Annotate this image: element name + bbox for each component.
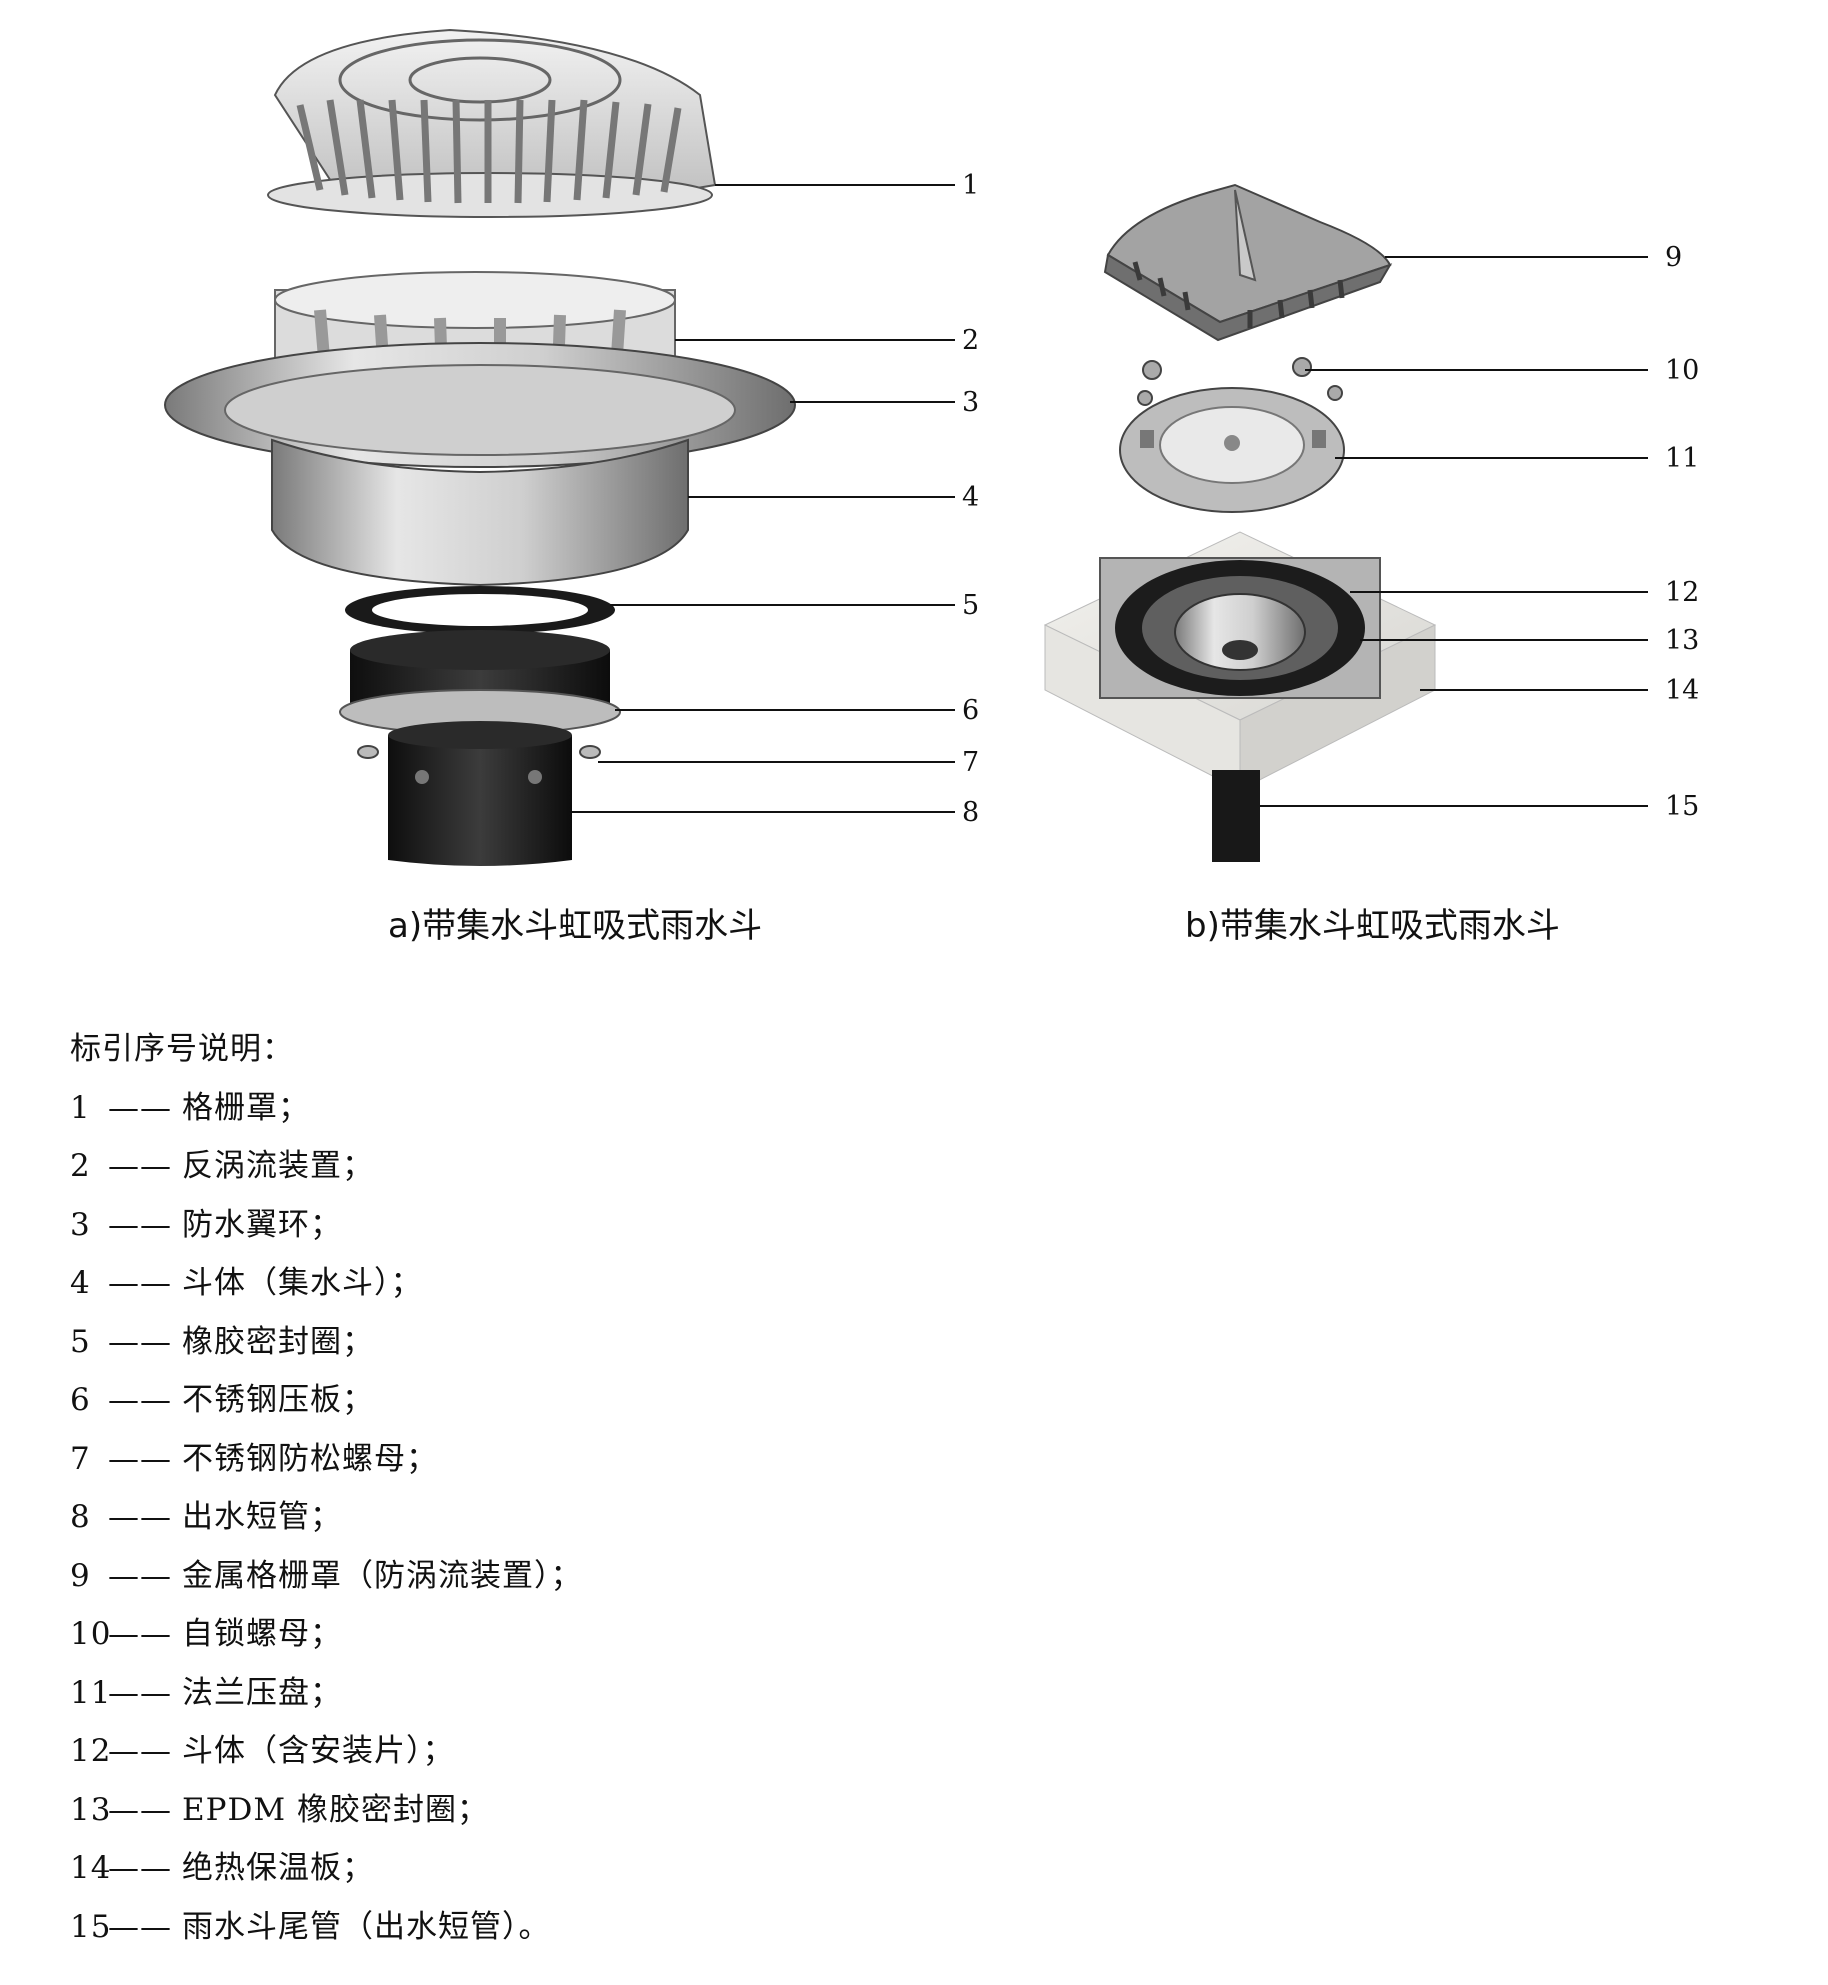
legend-item-number: 1 [70, 1089, 91, 1126]
metal-grille-cover-9 [1103, 183, 1393, 342]
epdm-seal-ring-13 [1115, 560, 1365, 696]
legend-item-dash: —— [108, 1382, 172, 1418]
legend-item-dash: —— [108, 1206, 172, 1243]
legend-item-dash: —— [108, 1616, 172, 1652]
tail-pipe-15 [1212, 770, 1260, 862]
legend-item-number: 11 [70, 1674, 112, 1711]
callout-12: 12 [1665, 577, 1699, 608]
legend-item: 6 —— 不锈钢压板； [70, 1371, 970, 1430]
legend-item: 14—— 绝热保温板； [70, 1839, 970, 1898]
legend-item-number: 8 [70, 1499, 91, 1535]
legend-item-number: 15 [70, 1908, 112, 1945]
legend-item-number: 6 [70, 1382, 91, 1418]
legend-item-text: 反涡流装置； [182, 1148, 374, 1184]
legend-item-text: 防水翼环； [182, 1206, 342, 1243]
callout-14: 14 [1665, 675, 1699, 706]
bowl-body-4 [271, 438, 689, 587]
legend-item-number: 9 [70, 1557, 91, 1594]
legend-item-text: 斗体（集水斗）； [182, 1265, 423, 1301]
legend-item-number: 12 [70, 1733, 112, 1769]
legend-item-dash: —— [108, 1265, 172, 1301]
legend-item-text: 不锈钢压板； [182, 1382, 374, 1418]
legend-title: 标引序号说明： [70, 1031, 294, 1067]
callout-5: 5 [962, 590, 979, 621]
legend: 标引序号说明： 1 —— 格栅罩； 2 —— 反涡流装置； 3 —— 防水翼环； 4 —— 斗体（集水… [70, 1020, 970, 1956]
legend-item: 7 —— 不锈钢防松螺母； [70, 1430, 970, 1489]
legend-item-text: 雨水斗尾管（出水短管）。 [182, 1908, 551, 1945]
legend-item-text: EPDM 橡胶密封圈； [182, 1791, 489, 1828]
legend-item-dash: —— [108, 1148, 172, 1184]
caption-left: a)带集水斗虹吸式雨水斗 [388, 906, 763, 946]
legend-item: 1 —— 格栅罩； [70, 1079, 970, 1138]
callout-7: 7 [962, 747, 979, 778]
legend-item-dash: —— [108, 1674, 172, 1711]
legend-item-dash: —— [108, 1499, 172, 1535]
rubber-seal-ring-5 [345, 586, 615, 634]
legend-item-text: 出水短管； [182, 1499, 342, 1535]
legend-item-dash: —— [108, 1440, 172, 1477]
legend-item-text: 格栅罩； [182, 1089, 310, 1126]
legend-item-dash: —— [108, 1791, 172, 1828]
legend-item-text: 自锁螺母； [182, 1616, 342, 1652]
self-locking-nuts-10 [1137, 357, 1343, 406]
legend-item: 11—— 法兰压盘； [70, 1664, 970, 1723]
legend-item-text: 橡胶密封圈； [182, 1323, 374, 1360]
outlet-pipe-8 [388, 721, 572, 866]
legend-item-number: 5 [70, 1323, 91, 1360]
callout-8: 8 [962, 797, 979, 828]
legend-item-number: 13 [70, 1791, 112, 1828]
legend-item: 5 —— 橡胶密封圈； [70, 1313, 970, 1372]
callout-1: 1 [962, 170, 979, 201]
callout-4: 4 [962, 482, 979, 513]
legend-item: 4 —— 斗体（集水斗）； [70, 1254, 970, 1313]
legend-item: 10—— 自锁螺母； [70, 1605, 970, 1664]
legend-items: 1 —— 格栅罩； 2 —— 反涡流装置； 3 —— 防水翼环； 4 —— 斗体（集水斗）； 5 —— 橡胶… [70, 1079, 970, 1957]
legend-item: 8 —— 出水短管； [70, 1488, 970, 1547]
legend-item: 3 —— 防水翼环； [70, 1196, 970, 1255]
flange-pressure-plate-11 [1119, 387, 1345, 513]
callout-6: 6 [962, 695, 979, 726]
legend-item-text: 金属格栅罩（防涡流装置）； [182, 1557, 583, 1594]
callout-10: 10 [1665, 355, 1699, 386]
legend-item-text: 不锈钢防松螺母； [182, 1440, 438, 1477]
legend-item-number: 3 [70, 1206, 91, 1243]
waterproof-flange-ring-3 [164, 342, 796, 468]
stainless-pressure-plate-6 [339, 630, 621, 735]
legend-item: 9 —— 金属格栅罩（防涡流装置）； [70, 1547, 970, 1606]
callout-11: 11 [1665, 443, 1699, 474]
legend-item: 2 —— 反涡流装置； [70, 1137, 970, 1196]
legend-item-dash: —— [108, 1908, 172, 1945]
grille-cover-1 [267, 28, 717, 218]
legend-item-text: 法兰压盘； [182, 1674, 342, 1711]
legend-item: 13—— EPDM 橡胶密封圈； [70, 1781, 970, 1840]
legend-item-number: 7 [70, 1440, 91, 1477]
callout-13: 13 [1665, 625, 1699, 656]
legend-item-dash: —— [108, 1733, 172, 1769]
legend-item-dash: —— [108, 1557, 172, 1594]
legend-item-dash: —— [108, 1323, 172, 1360]
exploded-diagram: 1 2 3 4 5 6 7 8 9 10 11 12 13 14 15 a)带集… [164, 28, 1699, 946]
legend-item-dash: —— [108, 1089, 172, 1126]
legend-item-number: 14 [70, 1850, 112, 1886]
callout-9: 9 [1665, 242, 1682, 273]
legend-item-text: 绝热保温板； [182, 1850, 374, 1886]
lock-nut-7 [357, 745, 601, 759]
leader-lines [572, 184, 1648, 813]
legend-item-dash: —— [108, 1850, 172, 1886]
callout-2: 2 [962, 325, 979, 356]
legend-item-number: 2 [70, 1148, 91, 1184]
caption-right: b)带集水斗虹吸式雨水斗 [1185, 906, 1560, 946]
legend-item: 15—— 雨水斗尾管（出水短管）。 [70, 1898, 970, 1957]
callout-15: 15 [1665, 791, 1699, 822]
legend-item: 12—— 斗体（含安装片）； [70, 1722, 970, 1781]
legend-item-text: 斗体（含安装片）； [182, 1733, 455, 1769]
callout-3: 3 [962, 387, 979, 418]
legend-item-number: 10 [70, 1616, 112, 1652]
legend-item-number: 4 [70, 1265, 91, 1301]
